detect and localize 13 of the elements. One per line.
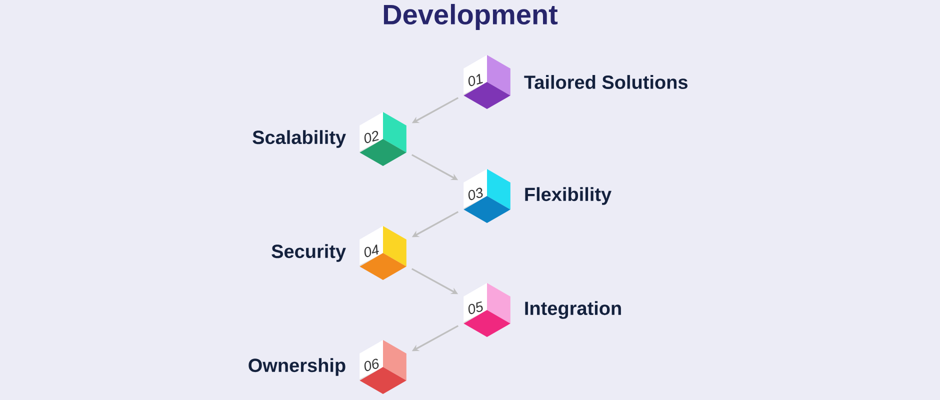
cube-box: 03 <box>464 169 510 223</box>
step-label: Integration <box>525 301 621 319</box>
title: Development <box>384 4 558 30</box>
cube-box: 06 <box>360 340 406 394</box>
cube-box: 05 <box>464 283 510 337</box>
step-label: Tailored Solutions <box>524 75 688 89</box>
cube-box: 02 <box>360 112 406 166</box>
step-label: Security <box>272 244 346 262</box>
cube-box: 04 <box>360 226 406 280</box>
cube-box: 01 <box>464 55 510 109</box>
step-label: Scalability <box>252 130 346 148</box>
step-label: Flexibility <box>525 187 612 205</box>
step-label: Ownership <box>248 358 346 376</box>
